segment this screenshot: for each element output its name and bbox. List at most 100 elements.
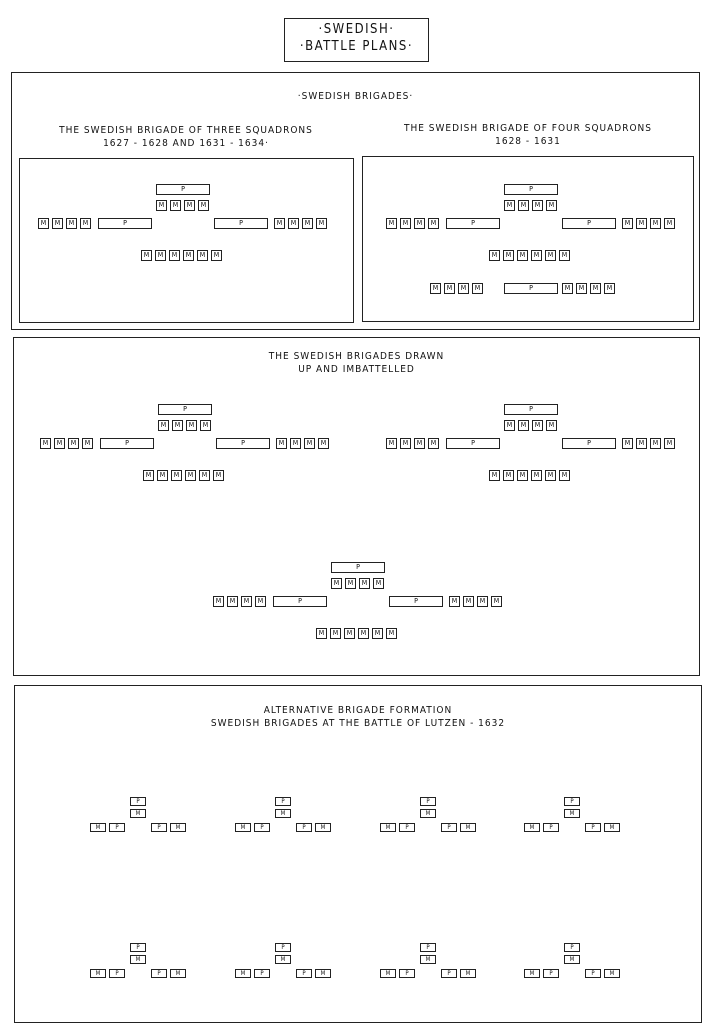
pike-unit: P [504,404,558,415]
musketeer-unit: M [545,470,556,481]
musketeer-unit: M [316,628,327,639]
musketeer-unit: M [235,823,251,832]
musketeer-unit: M [318,438,329,449]
pike-unit: P [100,438,154,449]
musketeer-unit: M [141,250,152,261]
musketeer-unit: M [504,420,515,431]
musketeer-unit: M [489,250,500,261]
pike-unit: P [441,823,457,832]
musketeer-unit: M [185,470,196,481]
musketeer-unit: M [380,969,396,978]
pike-unit: P [543,969,559,978]
musketeer-unit: M [414,218,425,229]
musketeer-unit: M [664,438,675,449]
musketeer-unit: M [545,250,556,261]
musketeer-unit: M [477,596,488,607]
musketeer-unit: M [290,438,301,449]
musketeer-unit: M [274,218,285,229]
musketeer-unit: M [531,250,542,261]
imbattelled-heading-line-2: UP AND IMBATTELLED [298,364,415,375]
pike-unit: P [275,797,291,806]
musketeer-unit: M [302,218,313,229]
musketeer-unit: M [460,969,476,978]
musketeer-unit: M [518,420,529,431]
pike-unit: P [273,596,327,607]
four-squadrons-diagram [362,156,694,322]
musketeer-unit: M [517,250,528,261]
four-squadrons-dates: 1628 - 1631 [495,136,561,147]
musketeer-unit: M [463,596,474,607]
musketeer-unit: M [420,955,436,964]
musketeer-unit: M [460,823,476,832]
pike-unit: P [446,218,500,229]
pike-unit: P [504,283,558,294]
page-title-line-1: ·SWEDISH· [318,22,395,37]
musketeer-unit: M [155,250,166,261]
pike-unit: P [158,404,212,415]
musketeer-unit: M [386,628,397,639]
musketeer-unit: M [449,596,460,607]
pike-unit: P [156,184,210,195]
pike-unit: P [296,969,312,978]
musketeer-unit: M [330,628,341,639]
musketeer-unit: M [198,200,209,211]
three-squadrons-caption: THE SWEDISH BRIGADE OF THREE SQUADRONS [59,125,313,136]
musketeer-unit: M [90,969,106,978]
three-squadrons-dates: 1627 - 1628 AND 1631 - 1634· [103,138,269,149]
musketeer-unit: M [590,283,601,294]
musketeer-unit: M [90,823,106,832]
musketeer-unit: M [197,250,208,261]
musketeer-unit: M [564,809,580,818]
pike-unit: P [254,823,270,832]
musketeer-unit: M [636,218,647,229]
musketeer-unit: M [636,438,647,449]
pike-unit: P [151,823,167,832]
musketeer-unit: M [604,969,620,978]
musketeer-unit: M [650,218,661,229]
musketeer-unit: M [235,969,251,978]
musketeer-unit: M [54,438,65,449]
musketeer-unit: M [372,628,383,639]
imbattelled-heading-line-1: THE SWEDISH BRIGADES DRAWN [268,351,445,362]
musketeer-unit: M [650,438,661,449]
musketeer-unit: M [186,420,197,431]
musketeer-unit: M [158,420,169,431]
pike-unit: P [98,218,152,229]
musketeer-unit: M [255,596,266,607]
musketeer-unit: M [532,200,543,211]
musketeer-unit: M [420,809,436,818]
musketeer-unit: M [227,596,238,607]
musketeer-unit: M [359,578,370,589]
musketeer-unit: M [275,955,291,964]
musketeer-unit: M [559,470,570,481]
musketeer-unit: M [400,438,411,449]
pike-unit: P [296,823,312,832]
pike-unit: P [441,969,457,978]
musketeer-unit: M [40,438,51,449]
musketeer-unit: M [315,823,331,832]
musketeer-unit: M [386,218,397,229]
musketeer-unit: M [546,200,557,211]
pike-unit: P [564,797,580,806]
musketeer-unit: M [170,823,186,832]
musketeer-unit: M [622,438,633,449]
musketeer-unit: M [546,420,557,431]
musketeer-unit: M [66,218,77,229]
pike-unit: P [254,969,270,978]
musketeer-unit: M [157,470,168,481]
pike-unit: P [399,823,415,832]
pike-unit: P [504,184,558,195]
musketeer-unit: M [82,438,93,449]
musketeer-unit: M [276,438,287,449]
musketeer-unit: M [213,470,224,481]
musketeer-unit: M [489,470,500,481]
musketeer-unit: M [428,218,439,229]
musketeer-unit: M [169,250,180,261]
musketeer-unit: M [288,218,299,229]
musketeer-unit: M [503,250,514,261]
musketeer-unit: M [316,218,327,229]
swedish-brigades-heading: ·SWEDISH BRIGADES· [297,91,414,102]
pike-unit: P [585,823,601,832]
musketeer-unit: M [576,283,587,294]
musketeer-unit: M [130,955,146,964]
